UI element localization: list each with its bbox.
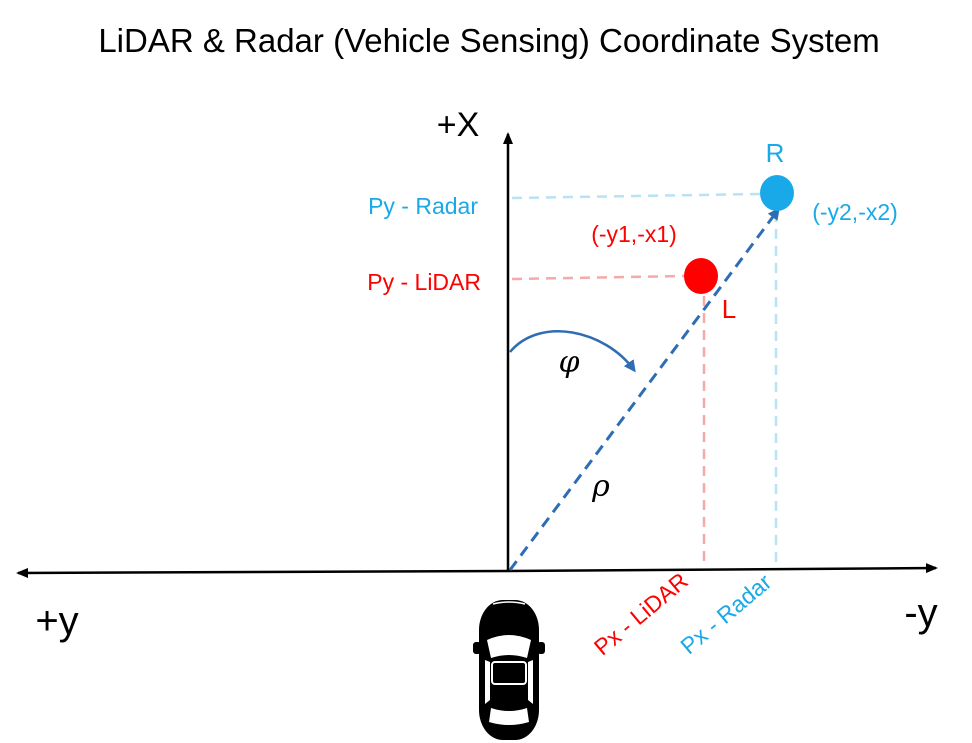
radar-py-label: Py - Radar — [368, 193, 478, 219]
car-top-view-icon — [473, 600, 545, 740]
y-axis-horizontal-right — [507, 563, 938, 574]
y-negative-label: -y — [904, 591, 937, 635]
rho-symbol: ρ — [591, 469, 610, 504]
phi-symbol: φ — [558, 345, 579, 380]
lidar-point — [684, 258, 718, 294]
radar-py-guide — [511, 192, 761, 200]
lidar-coord-label: (-y1,-x1) — [591, 221, 677, 247]
lidar-py-guide — [511, 274, 686, 281]
lidar-point-label: L — [722, 294, 736, 324]
radar-point — [760, 175, 794, 211]
y-positive-label: +y — [35, 599, 78, 643]
radar-px-label: Px - Radar — [675, 568, 776, 659]
rho-vector — [508, 207, 780, 571]
diagram-title: LiDAR & Radar (Vehicle Sensing) Coordina… — [98, 22, 879, 59]
phi-angle-arc — [509, 330, 636, 373]
radar-coord-label: (-y2,-x2) — [812, 199, 898, 225]
y-axis-horizontal-left — [16, 567, 509, 578]
lidar-px-label: Px - LiDAR — [589, 567, 693, 660]
radar-point-label: R — [766, 138, 785, 168]
lidar-py-label: Py - LiDAR — [367, 269, 481, 295]
x-positive-label: +X — [437, 106, 480, 144]
